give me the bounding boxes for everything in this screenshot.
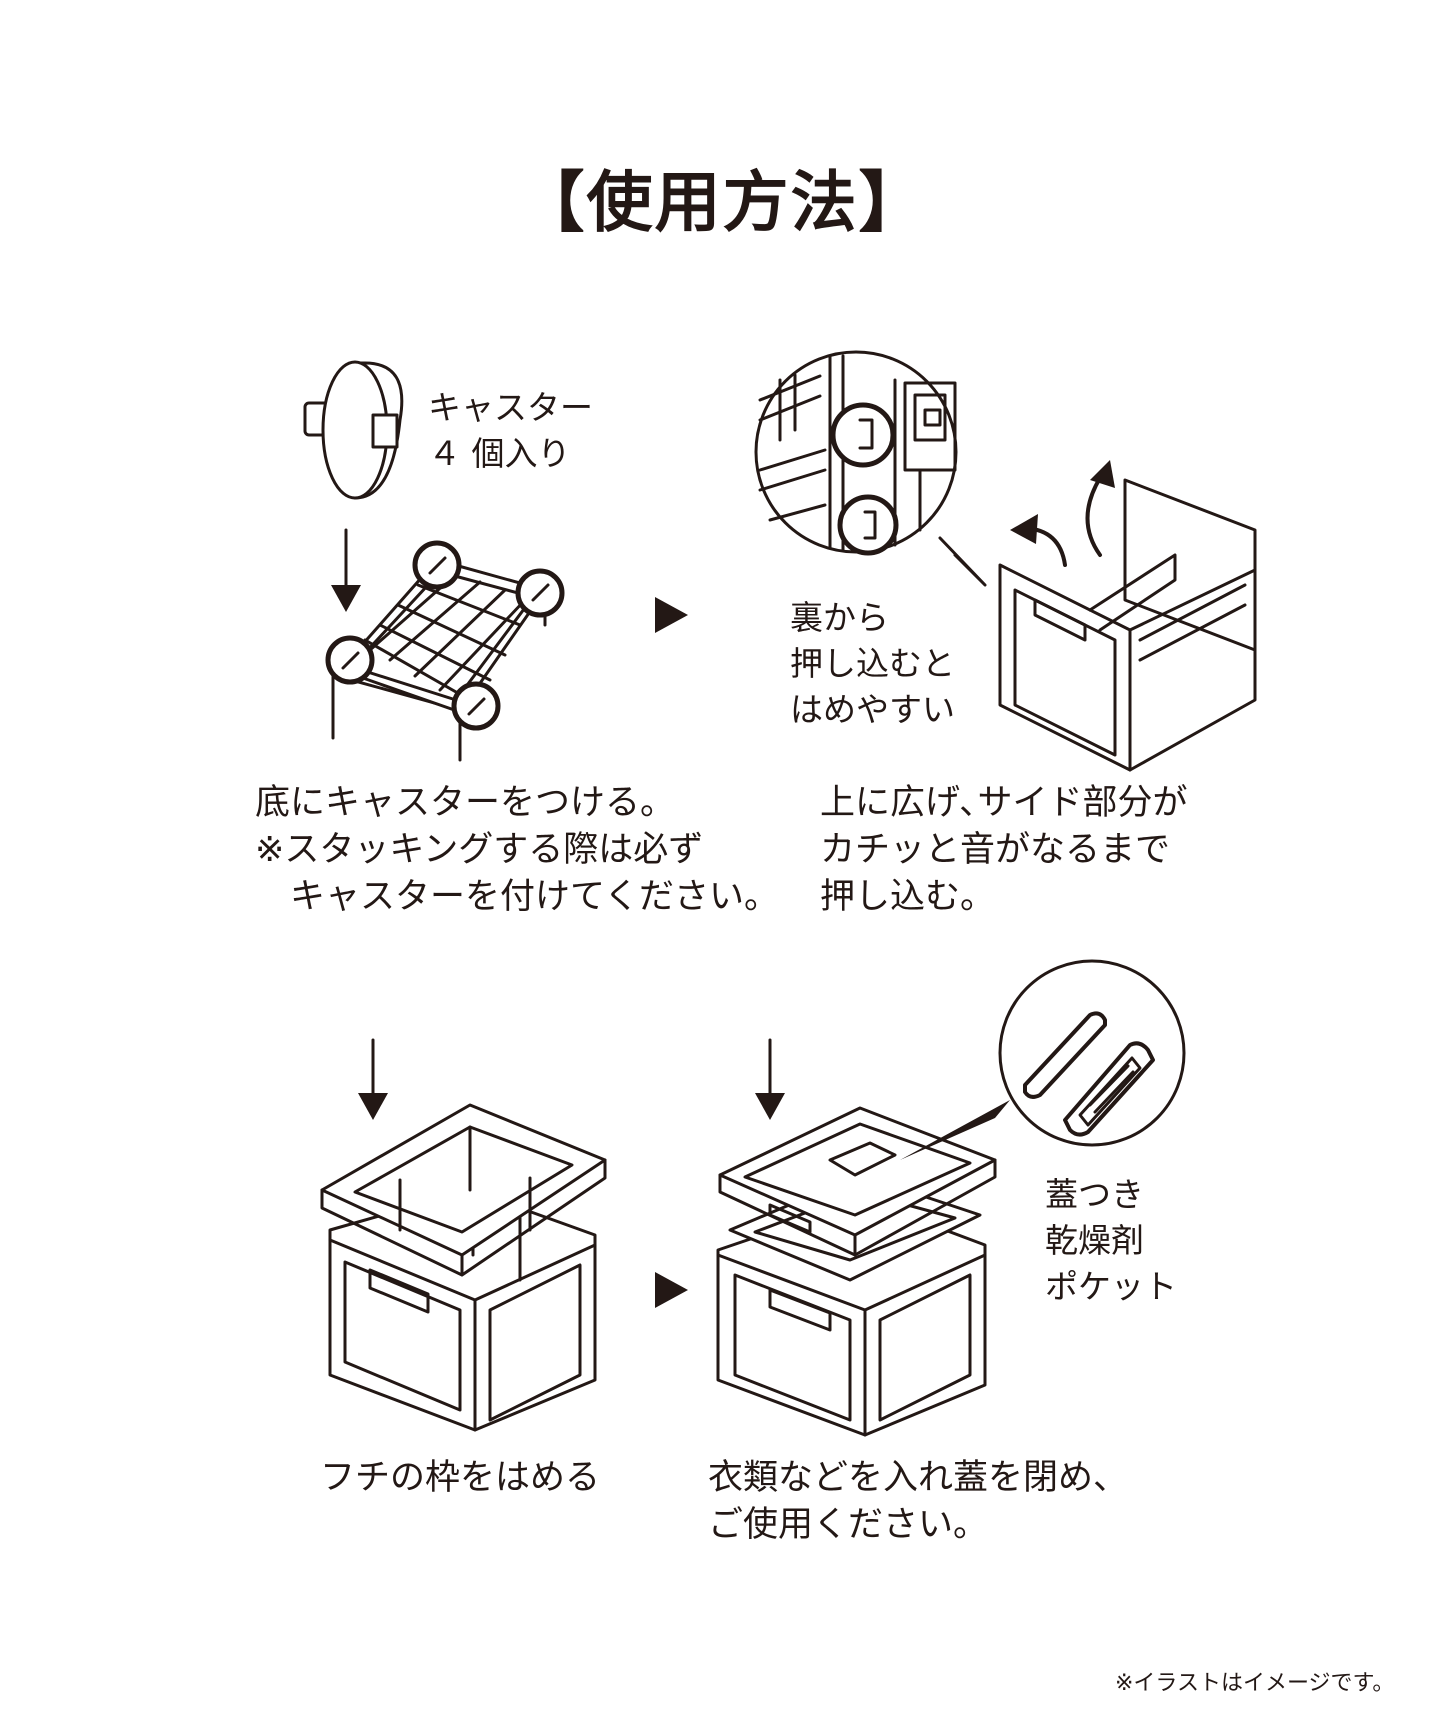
push-tip-label: 裏から 押し込むと はめやすい <box>790 598 955 729</box>
snap-detail-magnifier <box>754 350 987 587</box>
next-step-triangle-icon <box>655 597 688 633</box>
next-step-triangle-icon <box>655 1272 688 1308</box>
desiccant-pocket-magnifier <box>998 959 1186 1147</box>
step-1-caption: 底にキャスターをつける。 ※スタッキングする際は必ず キャスターを付けてください… <box>255 783 779 917</box>
step-3-caption: フチの枠をはめる <box>320 1458 601 1498</box>
desiccant-pocket-label: 蓋つき 乾燥剤 ポケット <box>1045 1175 1177 1306</box>
caster-count-label: キャスター ４ 個入り <box>428 388 593 473</box>
arrow-down-icon <box>755 1038 785 1120</box>
arrow-down-icon <box>331 528 361 612</box>
box-with-rim-frame <box>320 1103 607 1432</box>
caster-wheel-icon <box>303 360 404 500</box>
box-with-lid <box>716 1100 1010 1437</box>
illustration-disclaimer: ※イラストはイメージです。 <box>1115 1671 1395 1696</box>
bottom-grid-with-casters <box>325 540 565 762</box>
page-title: 【使用方法】 <box>518 164 927 241</box>
step-4-caption: 衣類などを入れ蓋を閉め、 ご使用ください。 <box>708 1458 1129 1545</box>
step-2-caption: 上に広げ､サイド部分が カチッと音がなるまで 押し込む。 <box>820 783 1188 917</box>
arrow-down-icon <box>358 1038 388 1120</box>
box-unfolding <box>998 460 1257 772</box>
